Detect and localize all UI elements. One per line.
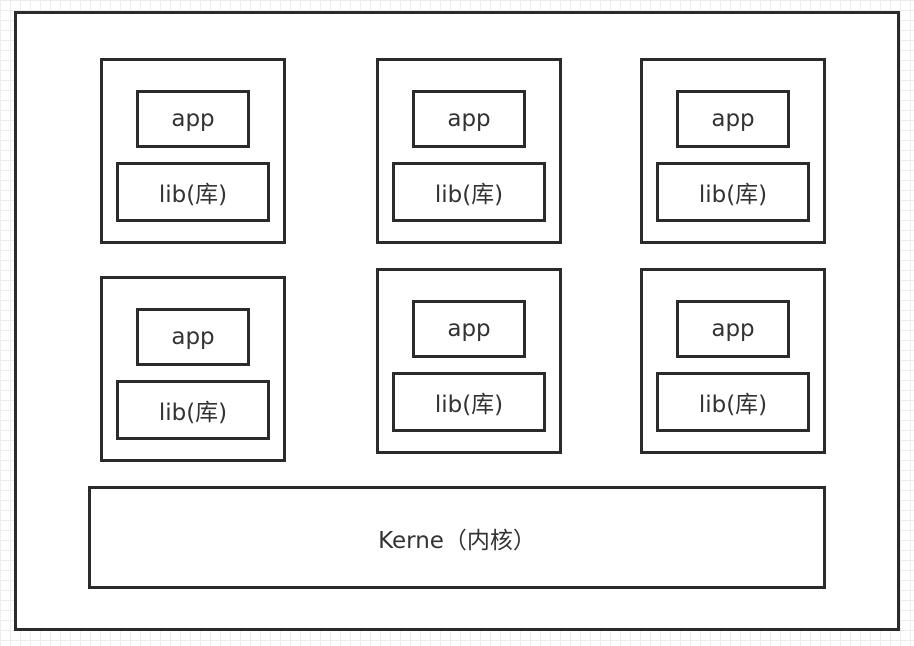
lib-box: lib(库) xyxy=(392,372,546,432)
lib-box: lib(库) xyxy=(656,162,810,222)
app-label: app xyxy=(171,106,215,132)
lib-label: lib(库) xyxy=(158,182,228,208)
lib-label: lib(库) xyxy=(698,392,768,418)
app-label: app xyxy=(711,106,755,132)
app-label: app xyxy=(447,316,491,342)
app-box: app xyxy=(136,90,250,148)
app-label: app xyxy=(171,324,215,350)
app-label: app xyxy=(711,316,755,342)
kernel-box: Kerne（内核） xyxy=(88,486,826,589)
lib-label: lib(库) xyxy=(434,182,504,208)
lib-label: lib(库) xyxy=(158,400,228,426)
lib-box: lib(库) xyxy=(116,380,270,440)
kernel-label: Kerne（内核） xyxy=(378,527,536,554)
lib-label: lib(库) xyxy=(434,392,504,418)
app-label: app xyxy=(447,106,491,132)
app-box: app xyxy=(136,308,250,366)
app-box: app xyxy=(412,300,526,358)
lib-label: lib(库) xyxy=(698,182,768,208)
app-box: app xyxy=(676,300,790,358)
lib-box: lib(库) xyxy=(392,162,546,222)
app-box: app xyxy=(676,90,790,148)
app-box: app xyxy=(412,90,526,148)
lib-box: lib(库) xyxy=(656,372,810,432)
lib-box: lib(库) xyxy=(116,162,270,222)
